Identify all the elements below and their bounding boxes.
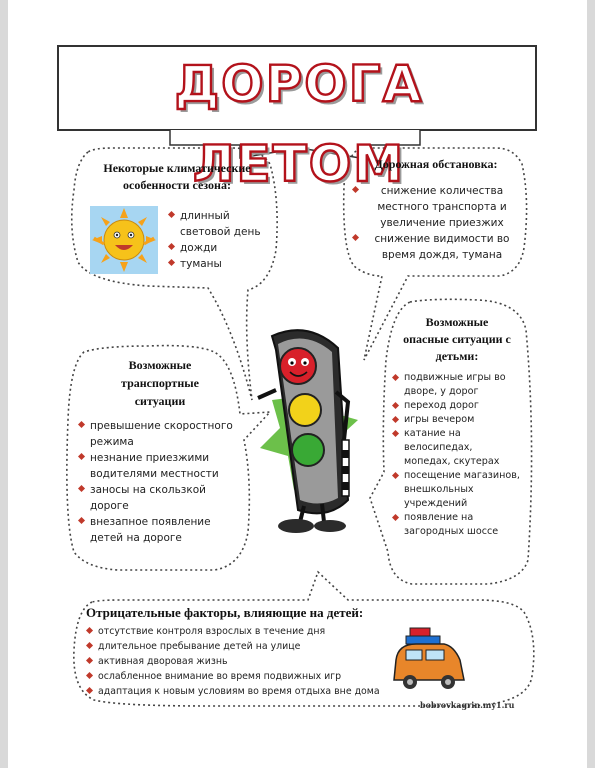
list-item: игры вечером	[392, 413, 522, 427]
factors-section: Отрицательные факторы, влияющие на детей…	[86, 604, 396, 702]
climate-list: длинный световой день дожди туманы	[168, 208, 272, 272]
list-item: длинный световой день	[168, 208, 272, 240]
list-item: незнание приезжими водителями местности	[78, 450, 242, 482]
factors-title: Отрицательные факторы, влияющие на детей…	[86, 605, 364, 620]
list-item: превышение скоростного режима	[78, 418, 242, 450]
car-icon	[393, 627, 465, 689]
danger-list: подвижные игры во дворе, у дорог переход…	[392, 371, 522, 539]
road-cloud-outline	[342, 147, 528, 361]
climate-title: Некоторые климатические особенности сезо…	[103, 161, 251, 192]
traffic-section: Возможные транспортные ситуации превышен…	[78, 356, 242, 564]
list-item: заносы на скользкой дороге	[78, 482, 242, 514]
list-item: катание на велосипедах, мопедах, скутера…	[392, 427, 522, 469]
danger-title: Возможные опасные ситуации с детьми:	[403, 315, 511, 363]
list-item: подвижные игры во дворе, у дорог	[392, 371, 522, 399]
list-item: ослабленное внимание во время подвижных …	[86, 669, 396, 684]
list-item: посещение магазинов, внешкольных учрежде…	[392, 469, 522, 511]
poster-sheet: ДОРОГА ЛЕТОМ Некоторые климатические осо…	[8, 0, 587, 768]
road-section: Дорожная обстановка: снижение количества…	[352, 156, 520, 272]
climate-cloud-outline	[70, 147, 278, 401]
page-title: ДОРОГА ЛЕТОМ	[173, 54, 424, 194]
list-item: снижение количества местного транспорта …	[352, 183, 520, 231]
traffic-light-icon	[257, 329, 358, 533]
list-item: переход дорог	[392, 399, 522, 413]
list-item: отсутствие контроля взрослых в течение д…	[86, 624, 396, 639]
list-item: появление на загородных шоссе	[392, 511, 522, 539]
climate-section: Некоторые климатические особенности сезо…	[82, 160, 272, 280]
list-item: длительное пребывание детей на улице	[86, 639, 396, 654]
road-list: снижение количества местного транспорта …	[352, 183, 520, 263]
list-item: дожди	[168, 240, 272, 256]
danger-cloud-outline	[369, 298, 533, 585]
factors-list: отсутствие контроля взрослых в течение д…	[86, 624, 396, 699]
list-item: туманы	[168, 256, 272, 272]
traffic-cloud-outline	[66, 344, 272, 571]
list-item: активная дворовая жизнь	[86, 654, 396, 669]
watermark: bobrovkagrin.my1.ru	[420, 700, 515, 710]
traffic-title: Возможные транспортные ситуации	[121, 358, 199, 408]
list-item: внезапное появление детей на дороге	[78, 514, 242, 546]
factors-cloud-outline	[73, 570, 535, 707]
road-title: Дорожная обстановка:	[374, 157, 498, 171]
title-banner	[57, 45, 537, 159]
sun-icon	[90, 206, 158, 274]
traffic-list: превышение скоростного режима незнание п…	[78, 418, 242, 546]
danger-section: Возможные опасные ситуации с детьми: под…	[392, 314, 522, 578]
list-item: адаптация к новым условиям во время отды…	[86, 684, 396, 699]
list-item: снижение видимости во время дождя, туман…	[352, 231, 520, 263]
poster-artwork	[57, 45, 537, 707]
